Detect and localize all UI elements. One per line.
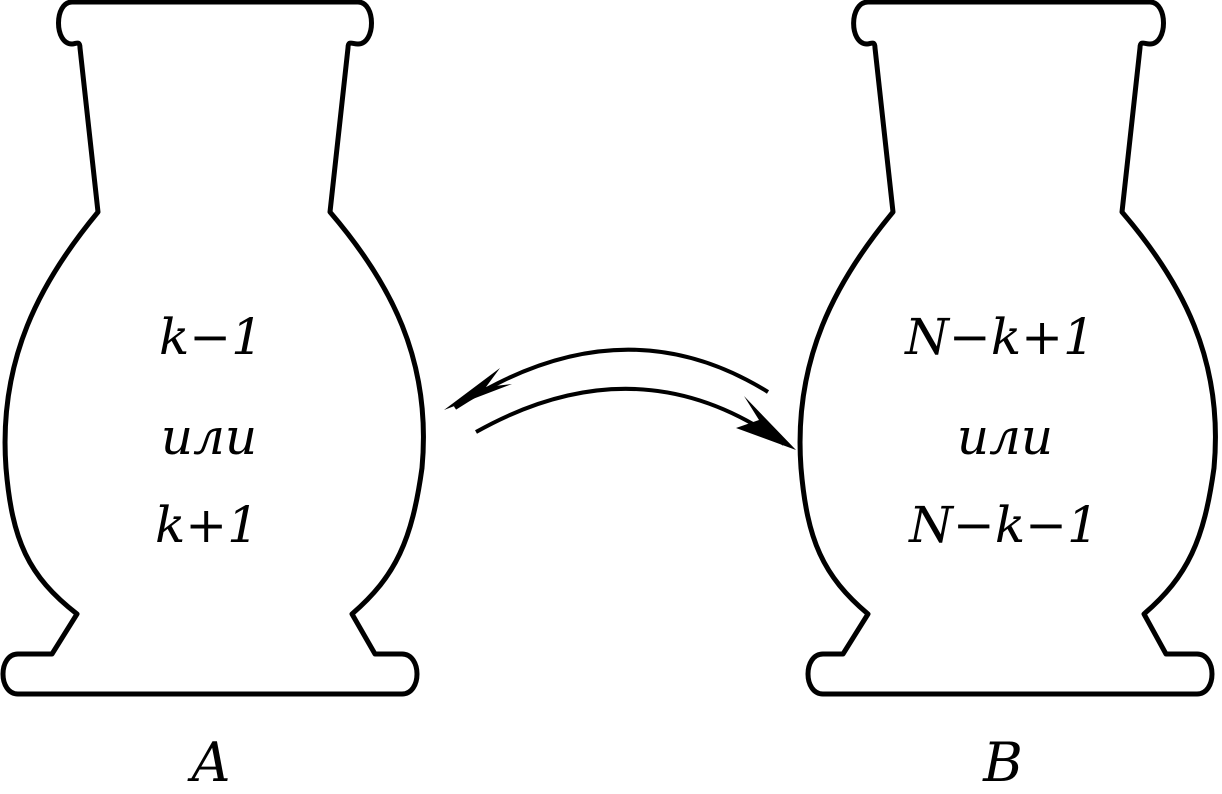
arrow-head-right xyxy=(736,396,796,450)
vase-b-upper-text: N−k+1 xyxy=(905,308,1095,366)
arrow-b-to-a xyxy=(453,347,770,410)
vase-a-lower-count: k+1 xyxy=(155,500,259,550)
vase-a-upper-text: k−1 xyxy=(158,308,264,366)
arrow-head-left xyxy=(444,368,512,410)
vase-b-label: B xyxy=(983,731,1023,794)
vase-b-lower-count: N−k−1 xyxy=(909,500,1099,550)
arrow-a-to-b xyxy=(475,386,786,446)
vase-a-label: A xyxy=(191,731,231,794)
vase-b-lower-text: N−k−1 xyxy=(909,496,1099,554)
vase-a-upper-count: k−1 xyxy=(159,312,263,362)
vase-a-lower-text: k+1 xyxy=(154,496,260,554)
vase-b-outline xyxy=(797,0,1218,697)
vase-a-outline xyxy=(0,0,426,697)
vase-b-upper-count: N−k+1 xyxy=(905,312,1095,362)
vase-a-or: или xyxy=(160,408,258,466)
vase-b-or: или xyxy=(956,408,1054,466)
